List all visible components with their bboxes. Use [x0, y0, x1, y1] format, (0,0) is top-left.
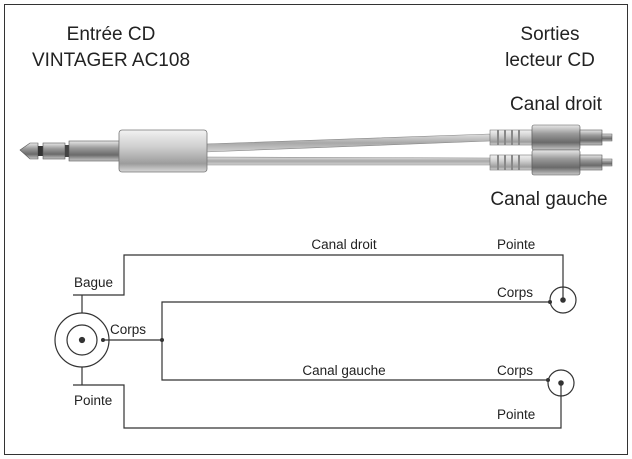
- junction-dots: [101, 300, 552, 382]
- label-wire-right: Canal droit: [311, 237, 377, 252]
- wire-ground-left: [161, 340, 548, 381]
- label-rca-right-pointe: Pointe: [497, 237, 535, 252]
- label-rca-left-pointe: Pointe: [497, 407, 535, 422]
- label-bague: Bague: [74, 275, 113, 290]
- y-cable-illustration: [19, 124, 613, 176]
- label-wire-left: Canal gauche: [302, 363, 385, 378]
- label-rca-left-corps: Corps: [497, 363, 533, 378]
- input-title-line2: VINTAGER AC108: [32, 50, 190, 71]
- label-corps-jack: Corps: [110, 322, 146, 337]
- input-title-line1: Entrée CD: [67, 24, 156, 45]
- wire-ground-right: [161, 301, 550, 340]
- wire-right-channel: [73, 254, 564, 300]
- rca-plug-left: [489, 149, 613, 176]
- label-pointe-jack: Pointe: [74, 393, 112, 408]
- label-rca-right-corps: Corps: [497, 285, 533, 300]
- jack-tip-dot: [78, 336, 86, 344]
- schematic: [54, 254, 577, 429]
- output-title-line1: Sorties: [520, 24, 579, 45]
- output-title-line2: lecteur CD: [505, 50, 595, 71]
- wire-left-channel: [73, 383, 562, 429]
- rca-plug-right: [489, 124, 613, 151]
- jack-connector-inner: [66, 324, 98, 356]
- jack-plug: [19, 129, 208, 173]
- cable-label-right: Canal droit: [510, 94, 603, 115]
- cable-label-left: Canal gauche: [490, 189, 607, 210]
